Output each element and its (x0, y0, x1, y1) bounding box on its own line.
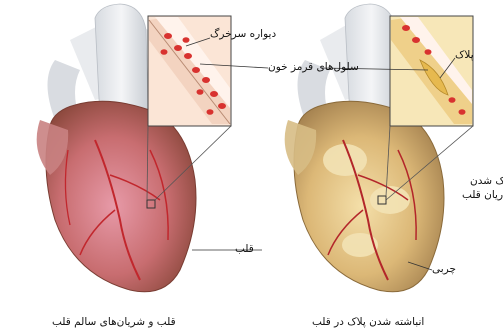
fat-label: چربی (432, 263, 456, 276)
red-blood-cells-label: سلول‌های قرمز خون (268, 61, 359, 74)
cut-off-label-line-2: ریان قلب (462, 188, 503, 202)
cut-off-label-line-1: ک شدن (470, 174, 503, 188)
plaque-label: پلاک (455, 49, 474, 62)
left-caption: قلب و شریان‌های سالم قلب (52, 316, 176, 328)
heart-label: قلب (235, 243, 254, 256)
right-caption: انباشته شدن پلاک در قلب (312, 316, 424, 328)
vessel-wall-label: دیواره سرخرگ (210, 28, 276, 41)
